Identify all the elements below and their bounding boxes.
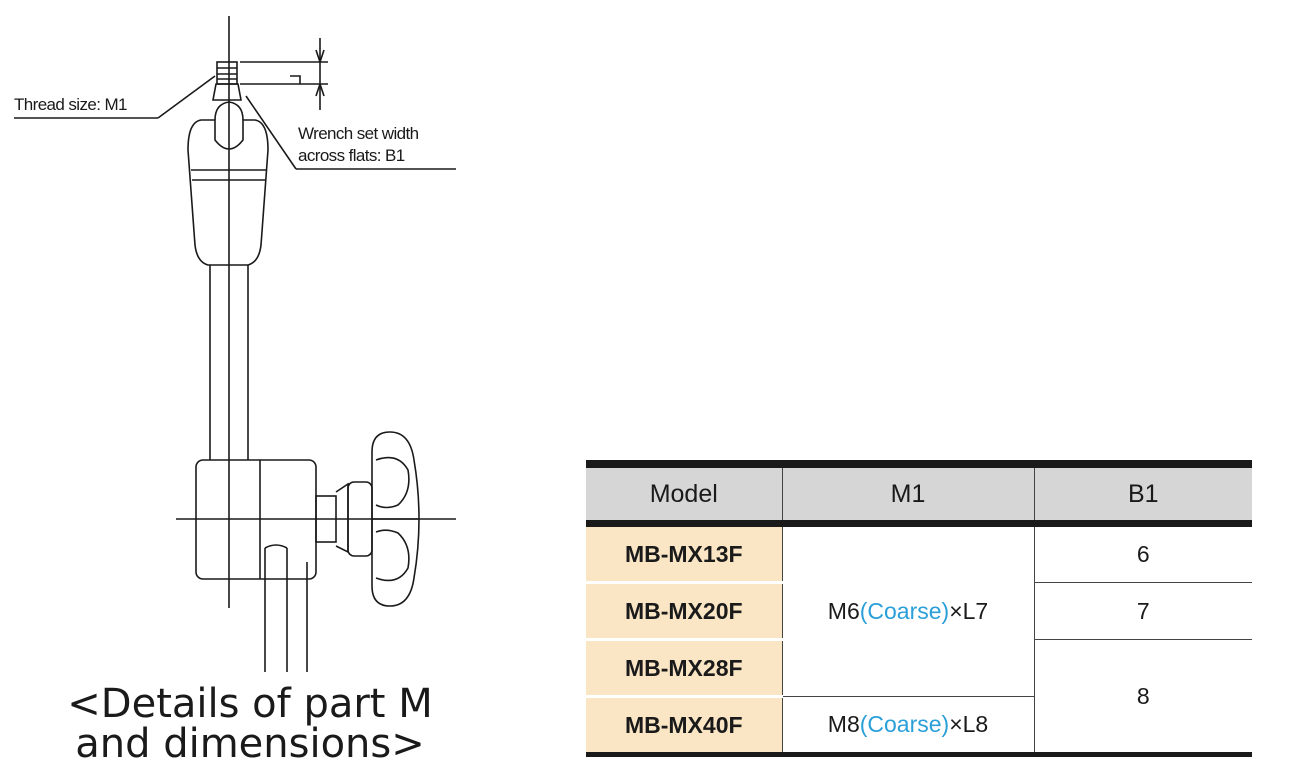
- upper-grip: [187, 119, 269, 266]
- m1-pitch: (Coarse): [859, 598, 950, 624]
- m1-length: ×L7: [949, 598, 989, 624]
- wrench-callout-line1: Wrench set width: [298, 124, 419, 143]
- model-cell: MB-MX20F: [586, 581, 783, 641]
- header-m1: M1: [781, 464, 1035, 527]
- drawing-caption: <Details of part M and dimensions>: [30, 684, 470, 764]
- star-knob: [371, 431, 420, 607]
- thread-size-callout: Thread size: M1: [14, 95, 127, 114]
- caption-line2: and dimensions>: [75, 721, 425, 767]
- table-row: MB-MX13F M6(Coarse)×L7 6: [586, 522, 1252, 697]
- thread-tip: [216, 61, 238, 85]
- table-row: MB-MX20F 7: [586, 581, 1252, 641]
- wrench-flats-callout: Wrench set width across flats: B1: [298, 123, 419, 167]
- table-header-row: Model M1 B1: [586, 464, 1252, 527]
- m1-size: M6: [827, 598, 860, 624]
- dimension-table: Model M1 B1 MB-MX13F M6(Coarse)×L7 6 MB-…: [586, 460, 1252, 757]
- b1-cell: 8: [1033, 639, 1252, 755]
- table-row: MB-MX40F M8(Coarse)×L8: [586, 695, 1252, 756]
- caption-line1: <Details of part M: [67, 681, 433, 727]
- model-cell: MB-MX13F: [586, 522, 783, 584]
- m1-cell: M6(Coarse)×L7: [781, 523, 1035, 697]
- b1-cell: 6: [1033, 523, 1252, 583]
- model-cell: MB-MX28F: [586, 638, 783, 698]
- wrench-flats: [212, 83, 242, 101]
- header-b1: B1: [1033, 464, 1252, 527]
- model-cell: MB-MX40F: [586, 695, 783, 756]
- knob-neck: [315, 495, 337, 543]
- m1-length: ×L8: [949, 711, 989, 737]
- header-model: Model: [586, 464, 783, 527]
- m1-size: M8: [827, 711, 860, 737]
- table-row: MB-MX28F 8: [586, 638, 1252, 755]
- wrench-callout-line2: across flats: B1: [298, 146, 405, 165]
- b1-cell: 7: [1033, 582, 1252, 640]
- m1-pitch: (Coarse): [859, 711, 950, 737]
- m1-cell: M8(Coarse)×L8: [781, 696, 1034, 755]
